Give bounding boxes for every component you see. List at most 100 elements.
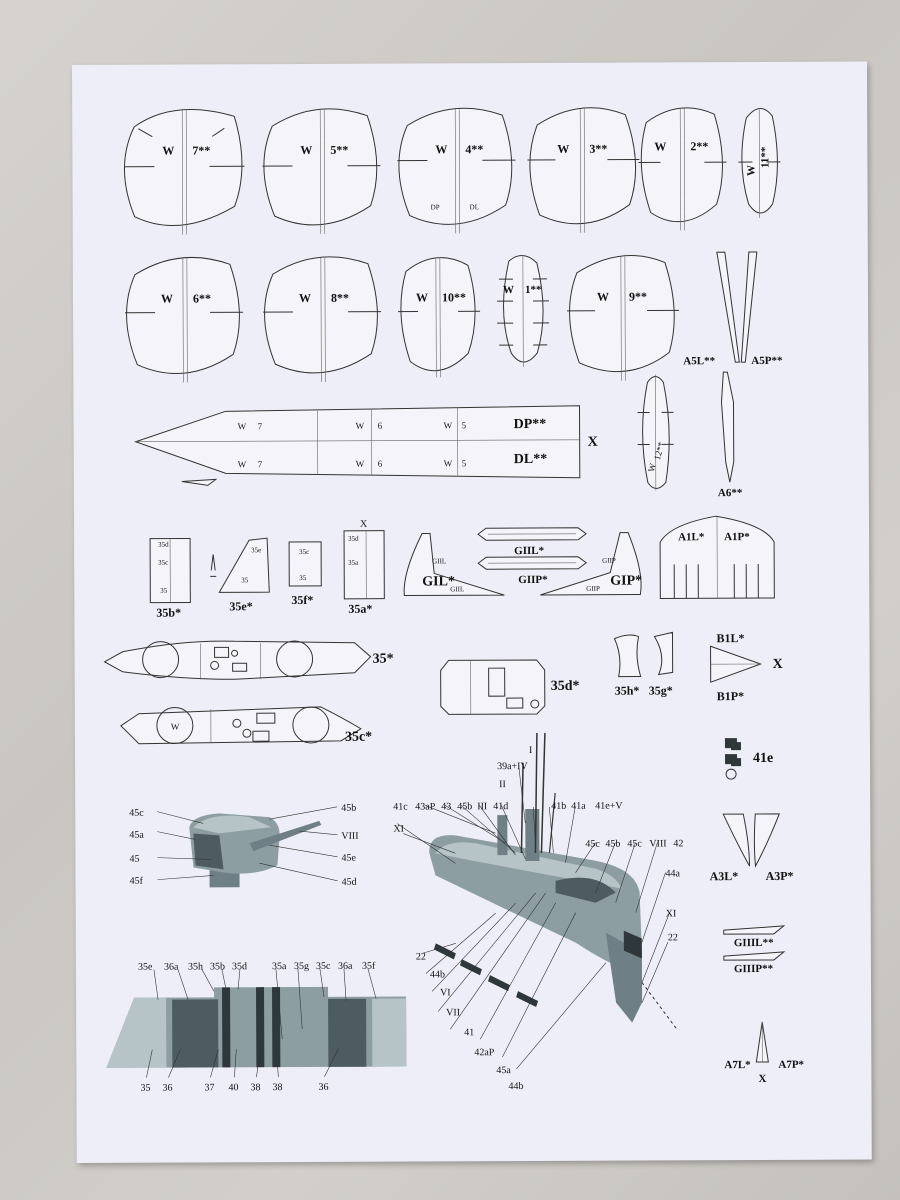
frame-w-mark: W [654, 139, 666, 153]
callout: 45d [342, 877, 357, 888]
fin-tag: GIIL [432, 557, 446, 565]
frame-12: W 12** [637, 374, 674, 491]
keel-mark: W [444, 420, 453, 430]
tower-callout: 36 [162, 1083, 172, 1094]
keel-mark: W [238, 459, 247, 469]
part-35a: 35d 35a X 35a* [343, 519, 385, 616]
sub-callout: II [499, 779, 506, 790]
tower-callout: 35 [140, 1083, 150, 1094]
fin-small: GIIL [450, 585, 464, 593]
part-a7: A7L* A7P* X [724, 1021, 805, 1085]
keel-mark: 7 [258, 421, 263, 431]
part-41e: 41e [724, 738, 773, 780]
tower-callout: 35b [210, 961, 225, 972]
tower-callout: 37 [204, 1082, 214, 1093]
inner-label: 35d [348, 535, 359, 543]
callout: 45c [129, 808, 144, 819]
b1-top-label: B1L* [716, 631, 744, 645]
turret-diagram: 45c 45a 45 45f 45b VIII 45e 45d [129, 803, 358, 888]
parts-diagram: W 7** W 5** W 4** DP DL W 3** W 2** W 11… [103, 107, 805, 1094]
deck-35d-label: 35d* [551, 679, 580, 694]
part-35h: 35h* [613, 634, 642, 698]
part-35b-label: 35b* [156, 606, 181, 620]
submarine-assembly [397, 732, 677, 1070]
deck-35c: W 35c* [120, 706, 372, 745]
frame-sub-right: DL [470, 203, 479, 211]
frame-10: W 10** [398, 257, 481, 378]
callout: 45a [129, 830, 144, 841]
sub-callout: III [477, 801, 487, 812]
fin-gip-label: GIP* [610, 574, 642, 589]
tower-callout: 35e [138, 962, 153, 973]
tower-callout: 35f [362, 961, 376, 972]
sub-callout: 41b [551, 801, 566, 812]
part-b1: B1L* B1P* X [710, 631, 783, 703]
keel-cross: X [588, 435, 598, 450]
sub-callout: 42 [673, 838, 683, 849]
giiip-label: GIIIP** [734, 963, 774, 975]
part-35f: 35c 35 35f* [288, 541, 322, 607]
frame-sub-left: DP [431, 203, 440, 211]
frame-7: W 7** [123, 108, 245, 235]
fin-gip: GIIP GIIP GIP* [540, 532, 642, 596]
b1-cross: X [773, 657, 783, 672]
tower-callout: 35d [232, 961, 247, 972]
keel-mark: W [444, 458, 453, 468]
deck-w: W [171, 722, 180, 732]
sub-callout: 45a [496, 1065, 511, 1076]
part-35g-label: 35g* [649, 683, 673, 697]
a7-right-label: A7P* [778, 1059, 804, 1071]
sub-callout: I [529, 745, 532, 756]
fin-small: GIIP [586, 585, 600, 593]
sub-callout: 43 [441, 801, 451, 812]
keel-part: W 7 W 6 W 5 W 7 W 6 W 5 DP** DL** X [134, 405, 598, 486]
part-35e-label: 35e* [229, 599, 252, 613]
tube-giip-label: GIIP* [518, 574, 548, 586]
part-giii: GIIIL** GIIIP** [723, 925, 786, 975]
keel-mark: 6 [378, 421, 383, 431]
frame-w-mark: W [646, 462, 658, 473]
a3-right-label: A3P* [766, 869, 794, 883]
sub-callout: 41 [464, 1027, 474, 1038]
sub-callout: 39a+IV [497, 761, 528, 772]
frame-8: W 8** [263, 256, 382, 382]
sub-callout: 22 [668, 932, 678, 943]
fin-gil-label: GIL* [422, 574, 455, 589]
frame-label: 4** [465, 142, 483, 156]
a7-cross: X [758, 1073, 766, 1085]
keel-mark: 7 [258, 459, 263, 469]
rudder-left-label: A5L** [683, 355, 715, 367]
deck-35d: 35d* [440, 659, 580, 715]
inner-label: 35 [299, 574, 307, 582]
sub-callout: 41d [493, 801, 508, 812]
inner-label: 35c [299, 548, 309, 556]
tube-giip: GIIP* [477, 556, 588, 586]
frame-label: 7** [192, 143, 210, 157]
keel-mark: 5 [462, 458, 467, 468]
tower-callout: 38 [250, 1082, 260, 1093]
keel-bottom-label: DL** [514, 452, 548, 467]
sub-callout: 45c [585, 839, 600, 850]
sub-callout: VII [446, 1007, 460, 1018]
frame-w-mark: W [597, 290, 609, 304]
callout: VIII [341, 831, 358, 842]
sub-callout: 42aP [474, 1047, 494, 1058]
frame-w-mark: W [416, 290, 428, 304]
frame-label: 2** [690, 139, 708, 153]
sub-callout: 41a [571, 801, 586, 812]
tube-giil-label: GIIL* [514, 545, 545, 557]
sub-callout: 45b [605, 839, 620, 850]
a3-left-label: A3L* [710, 869, 739, 883]
frame-label: 11** [759, 146, 771, 168]
callout: 45e [341, 853, 356, 864]
a7-left-label: A7L* [724, 1059, 751, 1071]
deck-35-label: 35* [373, 652, 394, 667]
inner-label: 35c [158, 559, 168, 567]
part-35f-label: 35f* [291, 593, 313, 607]
part-a1: A1L* A1P* [659, 515, 775, 599]
frame-label: 6** [193, 291, 211, 305]
part-35e: 35e 35 35e* [210, 537, 270, 613]
keel-mark: W [356, 421, 365, 431]
sub-callout: 44b [430, 969, 445, 980]
tower-callout: 40 [228, 1082, 238, 1093]
